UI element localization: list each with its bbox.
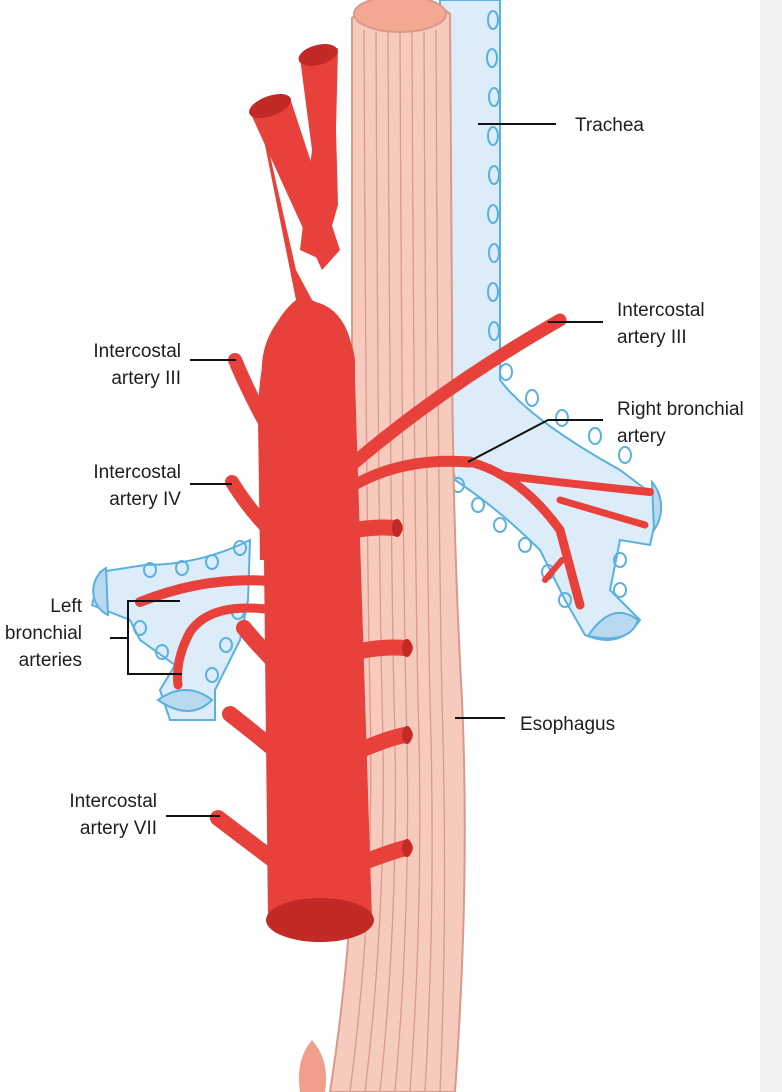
right-intercostal-iii — [311, 313, 567, 502]
left-intercostal-iii — [228, 353, 307, 487]
aorta — [135, 44, 654, 942]
label-intercostal-iii-right-2: artery III — [617, 327, 687, 348]
labels: Trachea Intercostal artery III Right bro… — [5, 115, 744, 839]
label-esophagus: Esophagus — [520, 714, 615, 735]
esophagus-muscle-stripes — [349, 29, 446, 1092]
left-common-carotid-artery — [250, 98, 340, 270]
cartilage-rings — [133, 10, 632, 683]
label-right-bronchial-2: artery — [617, 426, 666, 447]
label-left-bronchial-3: arteries — [19, 650, 82, 671]
intercostal-cut-ends — [392, 519, 412, 857]
label-intercostal-iii-left: Intercostal — [93, 341, 181, 362]
trachea — [90, 0, 663, 721]
label-intercostal-iii-left-2: artery III — [111, 368, 181, 389]
right-bronchial-artery — [314, 455, 654, 610]
left-intercostal-vii — [210, 810, 308, 888]
label-right-bronchial: Right bronchial — [617, 399, 744, 420]
stomach-tip — [298, 1040, 327, 1092]
page-edge-strip — [760, 0, 782, 1092]
right-intercostal-arteries — [311, 313, 567, 878]
label-left-bronchial: Left — [50, 596, 82, 617]
label-intercostal-vii-2: artery VII — [80, 818, 157, 839]
label-left-bronchial-2: bronchial — [5, 623, 82, 644]
label-intercostal-iii-right: Intercostal — [617, 300, 705, 321]
label-intercostal-vii: Intercostal — [69, 791, 157, 812]
bronchus-cut-ends — [92, 479, 663, 712]
label-intercostal-iv-2: artery IV — [109, 489, 181, 510]
label-trachea: Trachea — [575, 115, 644, 136]
left-bronchial-arteries — [135, 575, 305, 690]
left-intercostal-arteries — [210, 353, 318, 888]
aorta-cut-end — [266, 898, 374, 942]
left-carotid-cut — [249, 93, 291, 119]
leader-lines — [110, 123, 603, 817]
left-subclavian-cut — [298, 44, 338, 66]
label-intercostal-iv: Intercostal — [93, 462, 181, 483]
left-intercostal-iv — [225, 475, 307, 567]
esophagus-cut-end — [353, 0, 447, 33]
